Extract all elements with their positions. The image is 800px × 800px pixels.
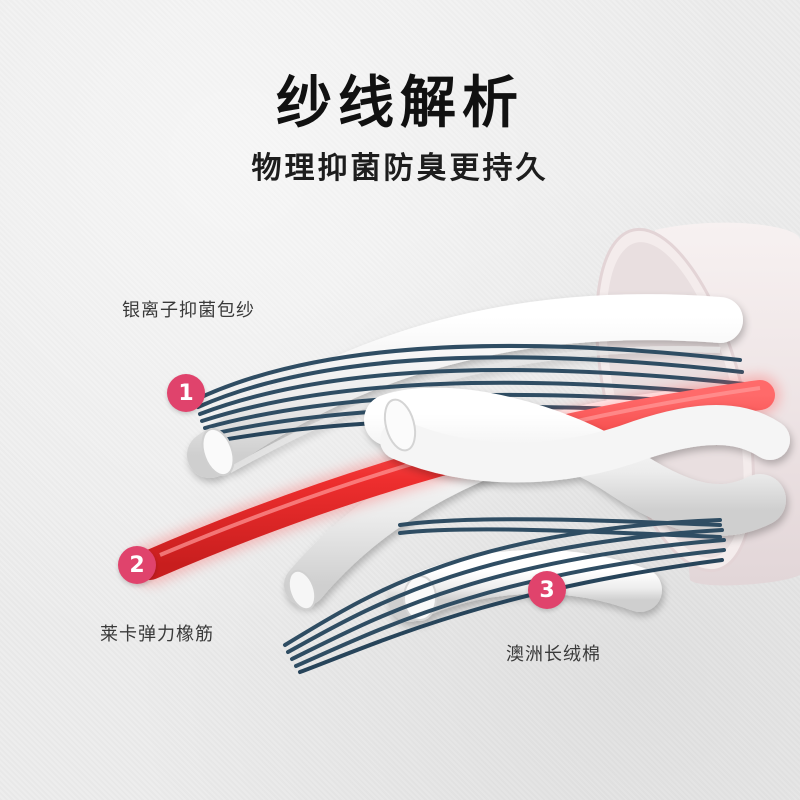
component-badge-3: 3 (528, 571, 566, 609)
component-label-3: 澳洲长绒棉 (506, 644, 601, 665)
page-title: 纱线解析 (276, 71, 524, 136)
component-badge-1: 1 (167, 374, 205, 412)
cotton-bundle-front (364, 387, 790, 622)
component-badge-2: 2 (118, 546, 156, 584)
component-label-1: 银离子抑菌包纱 (122, 300, 255, 321)
cotton-end-caps (201, 398, 417, 611)
component-label-2: 莱卡弹力橡筋 (100, 624, 214, 645)
navy-yarn-lower (283, 517, 726, 674)
page-subtitle: 物理抑菌防臭更持久 (251, 151, 549, 186)
